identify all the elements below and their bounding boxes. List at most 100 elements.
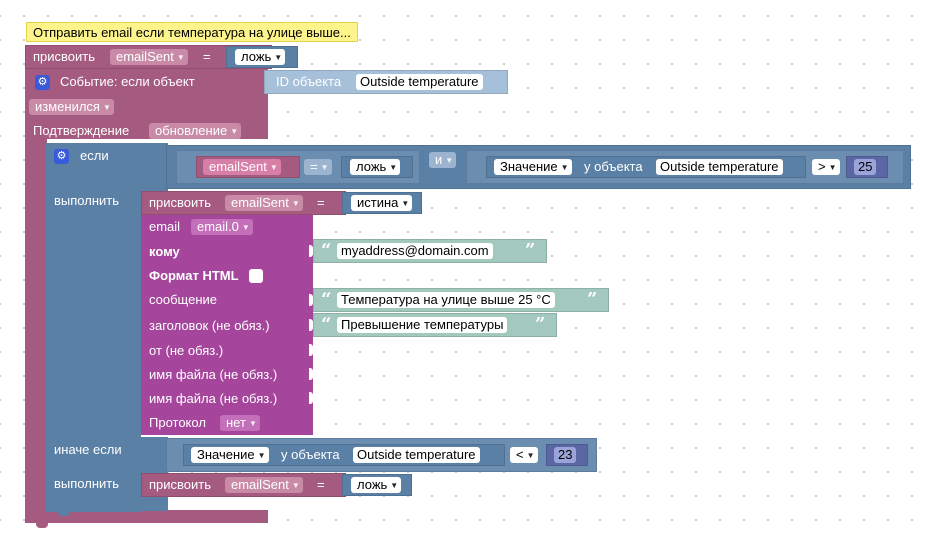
event-block-left-arm: [25, 139, 47, 513]
protocol-label: Протокол: [149, 415, 206, 430]
value-type-dropdown[interactable]: Значение▼: [191, 447, 269, 463]
message-field[interactable]: Температура на улице выше 25 °C: [337, 292, 555, 308]
protocol-dropdown[interactable]: нет▼: [220, 415, 260, 431]
object-id-field[interactable]: Outside temperature: [356, 74, 483, 90]
assign-label: присвоить: [149, 477, 212, 492]
boolean-value: ложь: [357, 477, 388, 492]
compare-operator: =: [310, 159, 318, 174]
email-instance-dropdown[interactable]: email.0▼: [191, 219, 253, 235]
assign-block-true[interactable]: присвоить emailSent▼ =: [141, 191, 346, 215]
do2-label: выполнить: [54, 476, 119, 491]
changed-dropdown[interactable]: изменился▼: [29, 99, 114, 115]
changed-value: изменился: [35, 99, 100, 114]
if-block-elseif-row: [46, 437, 168, 473]
from-label: от (не обяз.): [149, 343, 224, 358]
to-label: кому: [149, 244, 180, 259]
chevron-down-icon: ▼: [176, 53, 185, 62]
boolean-dropdown[interactable]: ложь▼: [235, 49, 286, 65]
compare-operator-dropdown[interactable]: >▼: [812, 159, 840, 175]
chevron-down-icon: ▼: [274, 53, 283, 62]
ack-value: обновление: [155, 123, 228, 138]
ack-dropdown[interactable]: обновление▼: [149, 123, 242, 139]
subject-field[interactable]: Превышение температуры: [337, 317, 508, 333]
text-block-message[interactable]: “ Температура на улице выше 25 °C ”: [313, 288, 609, 312]
variable-dropdown[interactable]: emailSent▼: [225, 195, 303, 211]
if-block-bottom: [46, 497, 168, 511]
to-input-socket: [309, 245, 313, 257]
assign-block-false[interactable]: присвоить emailSent▼ =: [141, 473, 346, 497]
get-value-block[interactable]: Значение▼ у объекта Outside temperature: [486, 156, 806, 178]
chevron-down-icon: ▼: [526, 451, 535, 460]
if-label: если: [80, 148, 109, 163]
chevron-down-icon: ▼: [241, 223, 250, 232]
email-block[interactable]: [141, 215, 313, 435]
variable-name: emailSent: [209, 159, 267, 174]
object-id-label: ID объекта: [276, 74, 342, 89]
file1-label: имя файла (не обяз.): [149, 367, 278, 382]
number-block[interactable]: 25: [846, 156, 888, 178]
variable-dropdown[interactable]: emailSent▼: [110, 49, 188, 65]
boolean-block-false-2[interactable]: ложь▼: [342, 474, 412, 496]
compare-block-2[interactable]: Значение▼ у объекта Outside temperature …: [466, 150, 904, 184]
subject-label: заголовок (не обяз.): [149, 318, 270, 333]
message-input-socket: [309, 294, 313, 306]
protocol-value: нет: [226, 415, 246, 430]
text-block-to[interactable]: “ myaddress@domain.com ”: [313, 239, 547, 263]
number-field[interactable]: 25: [854, 159, 877, 175]
html-format-checkbox[interactable]: [249, 269, 263, 283]
compare-operator-dropdown[interactable]: =▼: [304, 159, 332, 175]
compare-operator-dropdown[interactable]: <▼: [510, 447, 538, 463]
chevron-down-icon: ▼: [389, 163, 398, 172]
boolean-block[interactable]: ложь▼: [341, 156, 413, 178]
boolean-value: истина: [357, 195, 399, 210]
value-type: Значение: [500, 159, 558, 174]
variable-dropdown[interactable]: emailSent▼: [203, 159, 281, 175]
and-dropdown[interactable]: и▼: [429, 152, 457, 168]
get-value-block[interactable]: Значение▼ у объекта Outside temperature: [183, 444, 505, 466]
message-label: сообщение: [149, 292, 218, 307]
if-block-bottom-tab: [58, 510, 70, 516]
compare-operator: <: [516, 447, 524, 462]
boolean-value: ложь: [356, 159, 387, 174]
variable-getter-block[interactable]: emailSent▼: [196, 156, 300, 178]
equals-label: =: [203, 49, 211, 64]
chevron-down-icon: ▼: [390, 481, 399, 490]
object-field[interactable]: Outside temperature: [656, 159, 783, 175]
chevron-down-icon: ▼: [102, 103, 111, 112]
from-input-socket: [309, 344, 313, 356]
quote-close-icon: ”: [535, 314, 546, 335]
to-field[interactable]: myaddress@domain.com: [337, 243, 493, 259]
quote-close-icon: ”: [525, 240, 536, 261]
boolean-dropdown[interactable]: ложь▼: [351, 477, 402, 493]
file2-label: имя файла (не обяз.): [149, 391, 278, 406]
elseif-label: иначе если: [54, 442, 122, 457]
gear-icon[interactable]: ⚙: [54, 149, 69, 164]
compare-block-1[interactable]: emailSent▼ =▼ ложь▼: [176, 150, 420, 184]
chevron-down-icon: ▼: [445, 156, 454, 165]
boolean-block-true[interactable]: истина▼: [342, 192, 422, 214]
chevron-down-icon: ▼: [291, 199, 300, 208]
boolean-dropdown[interactable]: ложь▼: [350, 159, 401, 175]
and-value: и: [435, 152, 443, 167]
object-field[interactable]: Outside temperature: [353, 447, 480, 463]
quote-open-icon: “: [321, 240, 332, 261]
event-block-bottom-tab: [36, 522, 48, 528]
file2-input-socket: [309, 392, 313, 404]
chevron-down-icon: ▼: [230, 127, 239, 136]
boolean-value: ложь: [241, 49, 272, 64]
variable-dropdown[interactable]: emailSent▼: [225, 477, 303, 493]
variable-name: emailSent: [231, 195, 289, 210]
object-id-block[interactable]: ID объекта Outside temperature: [264, 70, 508, 94]
number-block[interactable]: 23: [546, 444, 588, 466]
boolean-block-false[interactable]: ложь▼: [226, 46, 298, 68]
text-block-subject[interactable]: “ Превышение температуры ”: [313, 313, 557, 337]
gear-icon[interactable]: ⚙: [35, 75, 50, 90]
variable-name: emailSent: [231, 477, 289, 492]
subject-input-socket: [309, 319, 313, 331]
block-comment[interactable]: Отправить email если температура на улиц…: [26, 22, 358, 42]
email-instance: email.0: [197, 219, 239, 234]
number-field[interactable]: 23: [554, 447, 577, 463]
compare-block-elseif[interactable]: Значение▼ у объекта Outside temperature …: [166, 438, 597, 472]
value-type-dropdown[interactable]: Значение▼: [494, 159, 572, 175]
boolean-dropdown[interactable]: истина▼: [351, 195, 413, 211]
